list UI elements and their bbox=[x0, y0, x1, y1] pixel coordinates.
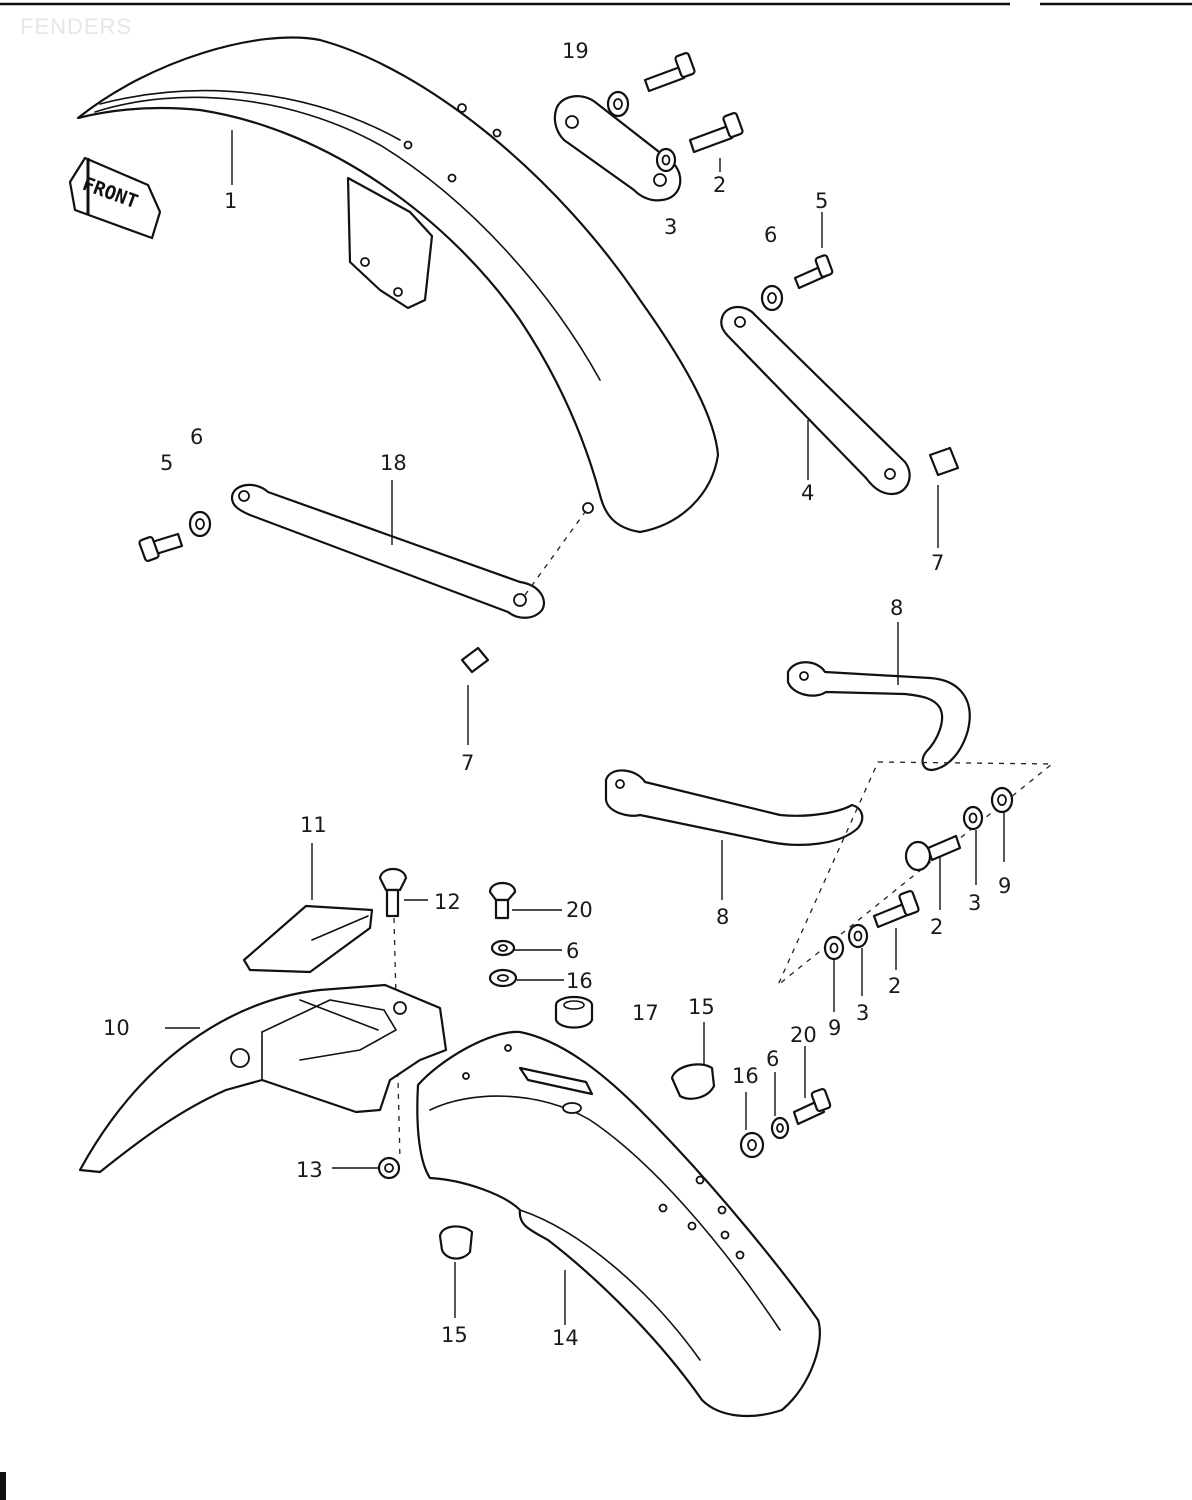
left-fender-stay bbox=[230, 480, 546, 619]
callout-13: 13 bbox=[296, 1158, 323, 1182]
grab-rail-upper bbox=[786, 622, 971, 772]
cushion-15-left bbox=[438, 1225, 474, 1318]
callout-17: 17 bbox=[632, 1001, 659, 1025]
washer-16-lower bbox=[739, 1092, 765, 1159]
washer-stay-left bbox=[188, 510, 212, 538]
bolt-upper-right bbox=[688, 112, 744, 154]
callout-11: 11 bbox=[300, 813, 327, 837]
callout-16-lower: 16 bbox=[732, 1064, 759, 1088]
washer-6-lower bbox=[770, 1072, 790, 1140]
bolt-20-lower bbox=[792, 1046, 832, 1126]
callout-8-lower: 8 bbox=[716, 905, 729, 929]
callout-20-top: 20 bbox=[566, 898, 593, 922]
callout-7-right: 7 bbox=[931, 551, 944, 575]
callout-6-lower: 6 bbox=[766, 1047, 779, 1071]
bolt-upper-left bbox=[643, 52, 696, 93]
page-title: FENDERS bbox=[20, 14, 133, 39]
grommet-17 bbox=[554, 995, 594, 1029]
callout-19: 19 bbox=[562, 39, 589, 63]
washer-stay-upper bbox=[760, 284, 784, 312]
cushion-15-right bbox=[670, 1022, 716, 1100]
callout-2-rail-lower: 2 bbox=[888, 974, 901, 998]
right-fender-stay bbox=[720, 306, 911, 496]
callout-9-upper: 9 bbox=[998, 874, 1011, 898]
screw-12 bbox=[378, 867, 428, 918]
washer-16-middle bbox=[488, 968, 564, 988]
margin-mark bbox=[0, 1472, 6, 1500]
bolt-rail-lower bbox=[872, 890, 920, 929]
callout-5-left: 5 bbox=[160, 451, 173, 475]
callout-1: 1 bbox=[224, 189, 237, 213]
callout-6-left: 6 bbox=[190, 425, 203, 449]
washer-19-b bbox=[655, 147, 677, 173]
grab-rail-lower bbox=[604, 769, 864, 900]
callout-3-rail-upper: 3 bbox=[968, 891, 981, 915]
callout-14: 14 bbox=[552, 1326, 579, 1350]
bolt-7-left bbox=[460, 646, 490, 745]
callout-18: 18 bbox=[380, 451, 407, 475]
washer-19-a bbox=[606, 90, 630, 118]
callout-2-top: 2 bbox=[713, 173, 726, 197]
callout-9-lower: 9 bbox=[828, 1016, 841, 1040]
bolt-20-upper bbox=[488, 881, 562, 920]
callout-8-upper: 8 bbox=[890, 596, 903, 620]
bolt-stay-left bbox=[138, 532, 184, 562]
washer-rail-lower bbox=[847, 923, 869, 949]
washer-rail-upper bbox=[962, 805, 984, 831]
nut-13 bbox=[332, 1156, 401, 1180]
callout-20-lower: 20 bbox=[790, 1023, 817, 1047]
callout-3-rail-lower: 3 bbox=[856, 1001, 869, 1025]
callout-15-left: 15 bbox=[441, 1323, 468, 1347]
rear-fender bbox=[416, 1030, 821, 1418]
callout-6-right: 6 bbox=[764, 223, 777, 247]
bolt-stay-upper bbox=[793, 254, 834, 290]
mounting-plate bbox=[553, 95, 682, 202]
callout-15-right: 15 bbox=[688, 995, 715, 1019]
callout-12: 12 bbox=[434, 890, 461, 914]
callout-4: 4 bbox=[801, 481, 814, 505]
nut-rail-upper bbox=[990, 786, 1014, 814]
callout-7-left: 7 bbox=[461, 751, 474, 775]
washer-6-middle bbox=[490, 939, 562, 957]
bolt-7-right bbox=[928, 446, 960, 548]
callout-6-middle: 6 bbox=[566, 939, 579, 963]
callout-2-rail-upper: 2 bbox=[930, 915, 943, 939]
callout-10: 10 bbox=[103, 1016, 130, 1040]
callout-3-top: 3 bbox=[664, 215, 677, 239]
bolt-rail-upper bbox=[904, 834, 962, 872]
callout-16-middle: 16 bbox=[566, 969, 593, 993]
nut-rail-lower bbox=[823, 935, 845, 961]
front-fender bbox=[76, 36, 720, 534]
license-bracket bbox=[242, 843, 374, 974]
rear-fender-inner bbox=[78, 983, 448, 1174]
front-direction-badge: FRONT bbox=[68, 156, 162, 240]
callout-5-right: 5 bbox=[815, 189, 828, 213]
